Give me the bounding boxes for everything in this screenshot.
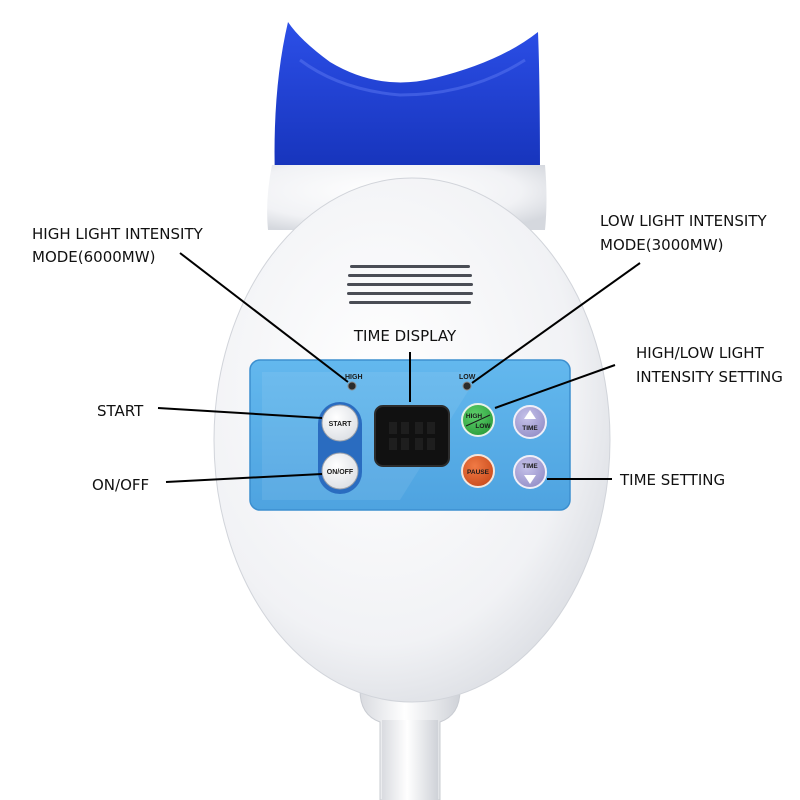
high-low-top-label: HIGH <box>466 413 483 420</box>
leader-high-mode <box>179 252 349 383</box>
led-low-label: LOW <box>459 374 476 381</box>
high-low-bottom-label: LOW <box>475 423 491 430</box>
callout-low-mode-line2: MODE(3000MW) <box>600 236 723 254</box>
start-button[interactable]: START <box>321 404 359 442</box>
vent-grille <box>347 265 473 304</box>
callout-high-mode-line1: HIGH LIGHT INTENSITY <box>32 225 204 243</box>
time-display-segments <box>389 422 435 450</box>
leader-low-mode <box>471 262 641 384</box>
leader-lines <box>157 252 641 483</box>
time-up-button[interactable]: TIME <box>513 405 547 439</box>
high-low-button[interactable]: HIGH LOW <box>461 403 495 437</box>
time-up-label: TIME <box>522 425 538 432</box>
time-down-label: TIME <box>522 463 538 470</box>
control-panel-sheen <box>262 372 480 500</box>
led-high-label: HIGH <box>345 374 363 381</box>
leader-start <box>157 407 323 419</box>
time-down-button[interactable]: TIME <box>513 455 547 489</box>
callout-low-mode-line1: LOW LIGHT INTENSITY <box>600 212 767 230</box>
mouthpiece-highlight <box>299 58 526 97</box>
callout-onoff: ON/OFF <box>92 476 149 494</box>
callout-intensity-setting-line1: HIGH/LOW LIGHT <box>636 344 765 362</box>
leader-intensity-setting <box>494 364 616 409</box>
leader-onoff <box>165 473 323 483</box>
pause-button-label: PAUSE <box>467 469 490 476</box>
callout-intensity-setting-line2: INTENSITY SETTING <box>636 368 783 386</box>
start-button-label: START <box>329 421 353 428</box>
arrow-down-icon <box>524 475 536 484</box>
time-display <box>374 405 450 467</box>
pause-button[interactable]: PAUSE <box>461 454 495 488</box>
callout-start: START <box>97 402 144 420</box>
led-high <box>347 381 357 391</box>
onoff-button[interactable]: ON/OFF <box>321 452 359 490</box>
stand-pole <box>382 720 438 800</box>
led-low <box>462 381 472 391</box>
callout-high-mode-line2: MODE(6000MW) <box>32 248 155 266</box>
callout-time-display: TIME DISPLAY <box>353 327 457 345</box>
onoff-button-label: ON/OFF <box>327 469 354 476</box>
arrow-up-icon <box>524 410 536 419</box>
mouthpiece <box>274 22 540 180</box>
callout-time-setting: TIME SETTING <box>619 471 725 489</box>
